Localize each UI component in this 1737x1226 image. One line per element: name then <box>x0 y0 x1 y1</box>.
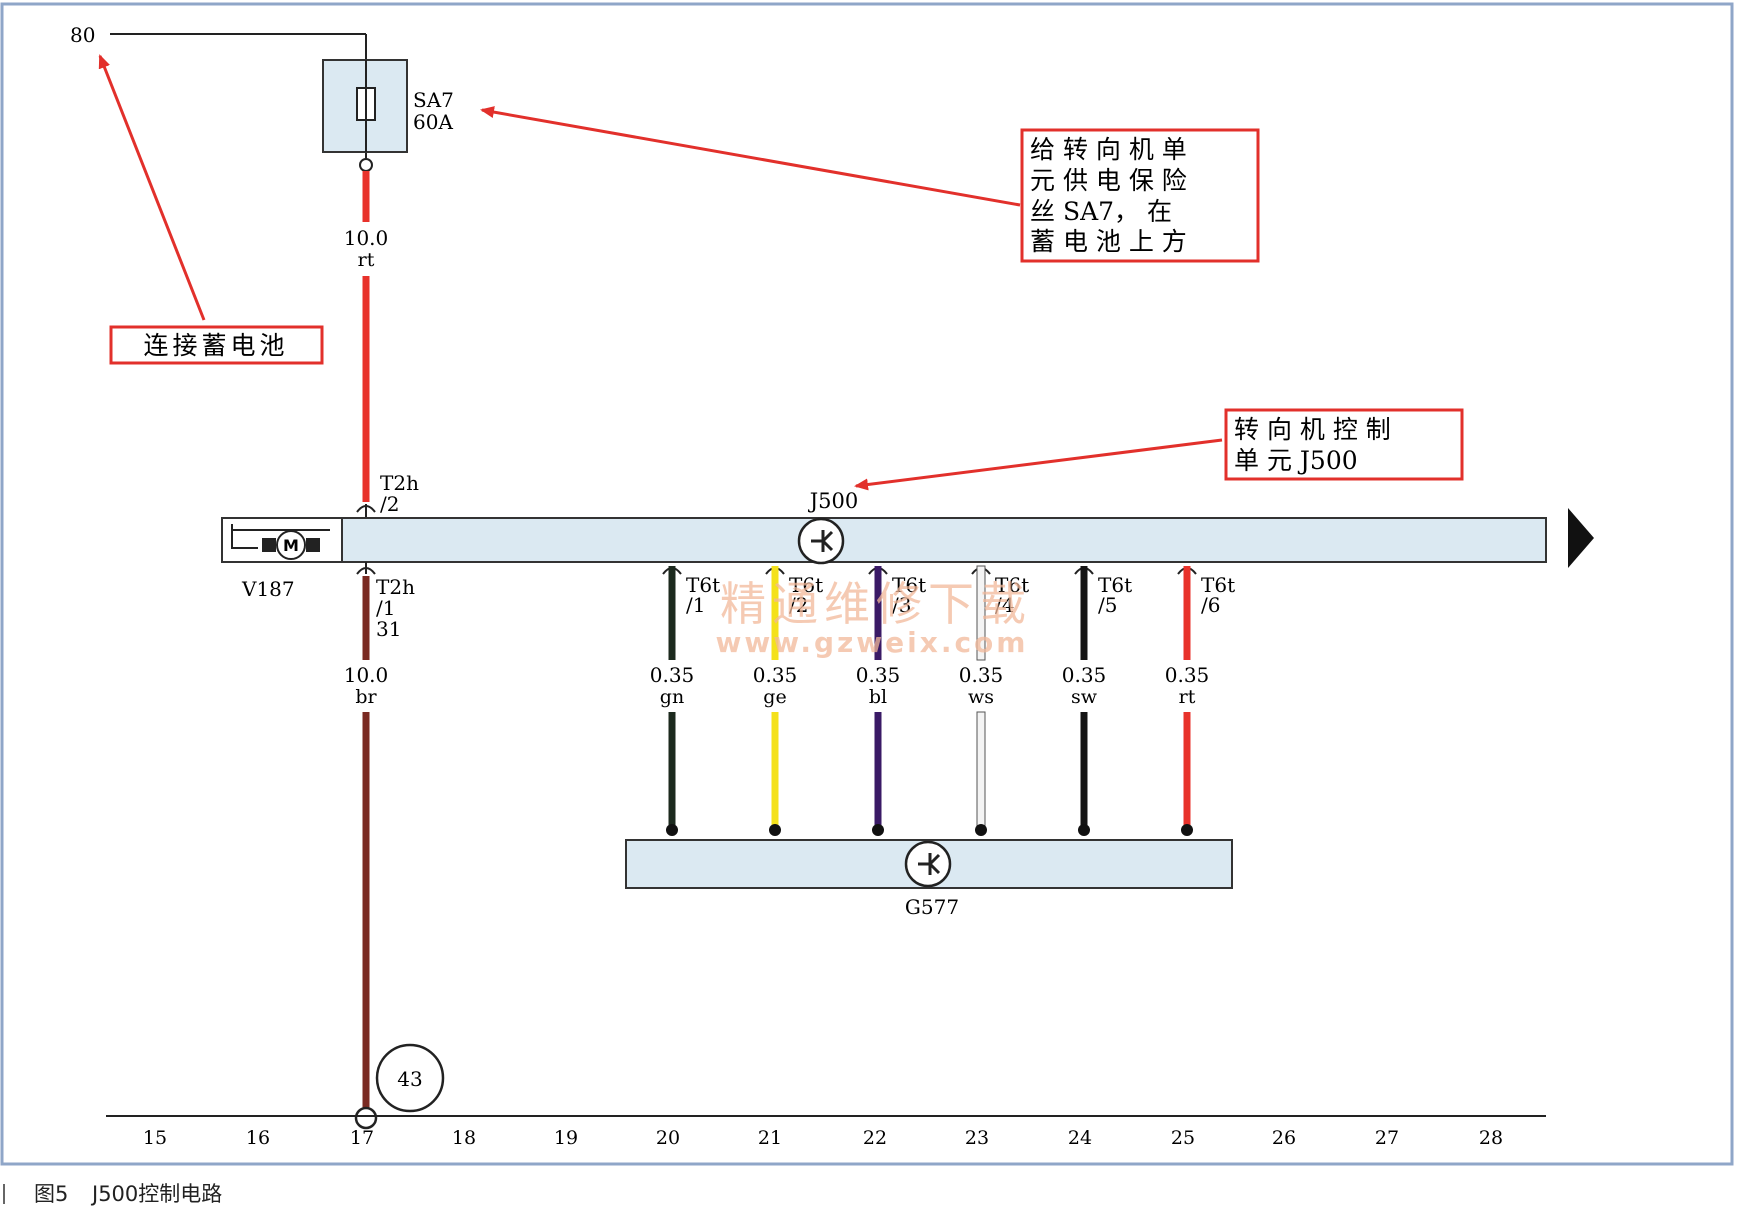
fuse-note-line-1: 给 转 向 机 单 <box>1030 135 1187 164</box>
connector-3-color: bl <box>869 686 887 708</box>
watermark-cn: 精通维修下载 <box>720 577 1032 631</box>
connector-6-num: /6 <box>1201 593 1220 617</box>
motor-symbol-letter: M <box>283 536 299 555</box>
connector-1-size: 0.35 <box>650 663 695 687</box>
watermark-url: www.gzweix.com <box>716 626 1029 659</box>
pin-t2h-1-label: T2h <box>376 575 415 599</box>
fuse-output-terminal <box>359 158 373 172</box>
connector-3: T6t /3 0.35 bl <box>856 566 926 836</box>
diagram-frame <box>0 2 1734 1166</box>
unit-note-line-1: 转 向 机 控 制 <box>1234 415 1391 444</box>
connector-5-pin: T6t <box>1098 573 1132 597</box>
connector-4-size: 0.35 <box>959 663 1004 687</box>
scale-17: 17 <box>350 1127 374 1149</box>
connector-1-color: gn <box>660 686 684 708</box>
connector-5: T6t /5 0.35 sw <box>1062 566 1132 836</box>
unit-note-line-2: 单 元 J500 <box>1234 446 1358 475</box>
connector-6: T6t /6 0.35 rt <box>1165 566 1235 836</box>
scale-26: 26 <box>1272 1127 1296 1149</box>
connector-3-size: 0.35 <box>856 663 901 687</box>
connector-4-color: ws <box>968 686 994 708</box>
connector-6-size: 0.35 <box>1165 663 1210 687</box>
module-j500-label: J500 <box>808 489 859 513</box>
motor-v187-label: V187 <box>241 577 295 601</box>
connector-2: T6t /2 0.35 ge <box>753 566 823 836</box>
fuse-note-line-4: 蓄 电 池 上 方 <box>1030 227 1187 256</box>
connector-6-color: rt <box>1179 686 1196 708</box>
fuse-note-line-3: 丝 SA7， 在 <box>1030 197 1172 226</box>
connector-6-pin: T6t <box>1201 573 1235 597</box>
connector-3-num: /3 <box>892 593 911 617</box>
scale-24: 24 <box>1068 1127 1092 1149</box>
fuse-rating: 60A <box>413 110 453 134</box>
scale-28: 28 <box>1479 1127 1503 1149</box>
ground-terminal <box>354 1106 378 1130</box>
connector-1-pin: T6t <box>686 573 720 597</box>
g577-sensor-glyph <box>918 853 941 875</box>
terminal-80-label: 80 <box>70 23 95 47</box>
ground-point-number: 43 <box>397 1067 422 1091</box>
scale-20: 20 <box>656 1127 680 1149</box>
connector-1-num: /1 <box>686 593 705 617</box>
fuse-name: SA7 <box>413 88 454 112</box>
scale-15: 15 <box>143 1127 167 1149</box>
connector-1: T6t /1 0.35 gn <box>650 566 720 836</box>
caption-figure: 图5 <box>34 1182 68 1206</box>
connector-4-num: /4 <box>995 593 1014 617</box>
scale-21: 21 <box>758 1127 782 1149</box>
pin-t2h-1-ground: 31 <box>376 617 401 641</box>
connector-3-pin: T6t <box>892 573 926 597</box>
ground-point-circle <box>375 1043 445 1113</box>
connector-2-pin: T6t <box>789 573 823 597</box>
unit-note-box <box>1224 408 1464 481</box>
scale-22: 22 <box>863 1127 887 1149</box>
connector-4-pin: T6t <box>995 573 1029 597</box>
scale-19: 19 <box>554 1127 578 1149</box>
continuation-arrow <box>1568 508 1594 568</box>
scale-25: 25 <box>1171 1127 1195 1149</box>
pin-t2h-1-num: /1 <box>376 596 395 620</box>
pin-t2h-2-num: /2 <box>380 492 399 516</box>
connector-wires: T6t /1 0.35 gn T6t /2 0.35 ge T6t /3 0.3… <box>650 565 1235 836</box>
connector-2-size: 0.35 <box>753 663 798 687</box>
motor-symbol <box>276 530 306 560</box>
fuse-note-line-2: 元 供 电 保 险 <box>1030 166 1187 195</box>
battery-note-arrow <box>98 54 206 321</box>
sensor-g577-label: G577 <box>905 895 959 919</box>
ground-wire-size: 10.0 <box>344 663 389 687</box>
connector-5-num: /5 <box>1098 593 1117 617</box>
battery-note-box <box>109 325 324 365</box>
fuse-note-arrow <box>480 106 1021 207</box>
fuse-note-box <box>1020 128 1260 263</box>
unit-note-arrow <box>854 438 1223 491</box>
supply-wire-color: rt <box>358 249 375 271</box>
ground-wire-color: br <box>355 686 377 708</box>
battery-note-text: 连接蓄电池 <box>143 331 288 360</box>
connector-4: T6t /4 0.35 ws <box>959 565 1029 836</box>
supply-wire-size: 10.0 <box>344 226 389 250</box>
connector-5-color: sw <box>1071 686 1098 708</box>
scale-18: 18 <box>452 1127 476 1149</box>
connector-2-num: /2 <box>789 593 808 617</box>
scale-27: 27 <box>1375 1127 1399 1149</box>
bottom-scale: 15 16 17 18 19 20 21 22 23 24 25 26 27 2… <box>143 1127 1503 1149</box>
pin-t2h-2-label: T2h <box>380 471 419 495</box>
j500-sensor-glyph <box>811 530 834 552</box>
module-j500-bar <box>221 517 1547 563</box>
scale-23: 23 <box>965 1127 989 1149</box>
caption-title: J500控制电路 <box>90 1182 222 1206</box>
connector-2-color: ge <box>763 686 786 708</box>
scale-16: 16 <box>246 1127 270 1149</box>
connector-5-size: 0.35 <box>1062 663 1107 687</box>
